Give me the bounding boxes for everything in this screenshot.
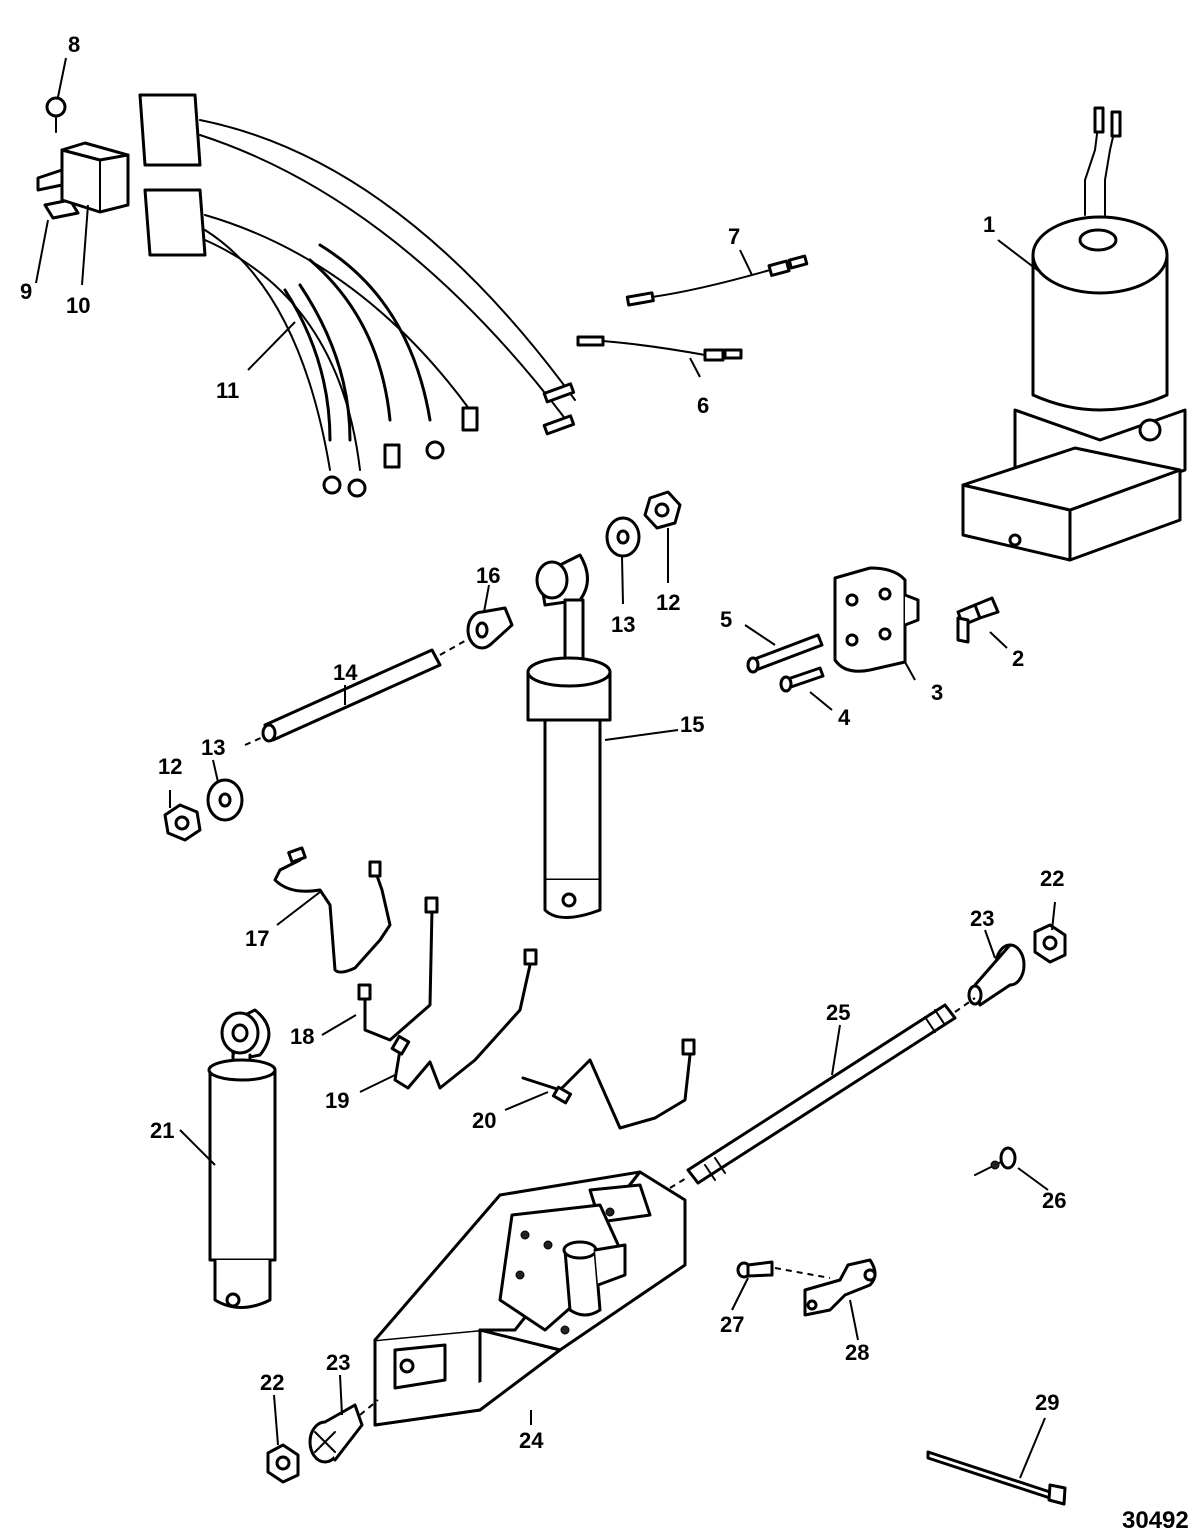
part-4-screw	[779, 666, 825, 693]
part-5-screw	[746, 633, 824, 674]
callout-20: 20	[472, 1108, 496, 1133]
callout-21: 21	[150, 1118, 174, 1143]
part-16-bushing	[466, 606, 514, 650]
part-21-tilt-cylinder	[207, 1008, 277, 1309]
part-9-clip	[43, 198, 80, 220]
callout-28: 28	[845, 1340, 869, 1365]
callout-27: 27	[720, 1312, 744, 1337]
part-1-pump-motor	[961, 106, 1187, 562]
part-20-tube	[521, 1038, 696, 1130]
part-10-relay	[36, 141, 130, 214]
callout-25: 25	[826, 1000, 850, 1025]
callout-12-lower: 12	[158, 754, 182, 779]
callout-17: 17	[245, 926, 269, 951]
part-18-tube	[357, 896, 439, 1042]
callout-12-upper: 12	[656, 590, 680, 615]
callout-labels: 1 2 3 4 5 6 7 8 9 10 11 12 13 14 15 16 1…	[20, 32, 1066, 1453]
part-13-washer-upper	[605, 516, 641, 558]
part-27-screw	[736, 1260, 774, 1279]
callout-16: 16	[476, 563, 500, 588]
callout-7: 7	[728, 224, 740, 249]
callout-1: 1	[983, 212, 995, 237]
callout-14: 14	[333, 660, 358, 685]
part-22-nut-upper-right	[1033, 923, 1067, 964]
part-6-lead	[576, 335, 743, 362]
part-12-nut-upper	[643, 490, 682, 530]
figure-number: 30492	[1122, 1507, 1189, 1534]
callout-6: 6	[697, 393, 709, 418]
callout-15: 15	[680, 712, 704, 737]
part-26-pin	[974, 1146, 1017, 1176]
part-14-pin	[261, 648, 442, 743]
part-13-washer-lower-left	[206, 778, 244, 822]
part-29-cable-tie	[926, 1450, 1067, 1506]
part-23-bushing-upper-right	[967, 943, 1026, 1007]
callout-3: 3	[931, 680, 943, 705]
part-15-trim-cylinder	[526, 553, 612, 919]
callout-22-lower: 22	[260, 1370, 284, 1395]
part-2-bolt	[956, 596, 1000, 644]
part-19-tube	[390, 948, 538, 1090]
callout-23-lower: 23	[326, 1350, 350, 1375]
callout-24: 24	[519, 1428, 544, 1453]
callout-13-upper: 13	[611, 612, 635, 637]
part-8-screw	[45, 96, 67, 133]
part-28-clamp	[803, 1258, 877, 1317]
part-24-housing	[373, 1170, 687, 1427]
callout-5: 5	[720, 607, 732, 632]
callout-19: 19	[325, 1088, 349, 1113]
part-11-wire-harness	[138, 93, 576, 498]
part-17-tube	[273, 846, 392, 974]
callout-9: 9	[20, 279, 32, 304]
part-3-plate	[833, 566, 920, 673]
part-7-lead	[625, 254, 809, 307]
callout-4: 4	[838, 705, 851, 730]
callout-2: 2	[1012, 646, 1024, 671]
callout-22-upper: 22	[1040, 866, 1064, 891]
callout-8: 8	[68, 32, 80, 57]
callout-23-upper: 23	[970, 906, 994, 931]
callout-18: 18	[290, 1024, 314, 1049]
callout-26: 26	[1042, 1188, 1066, 1213]
part-25-shaft	[686, 1003, 957, 1185]
callout-10: 10	[66, 293, 90, 318]
part-12-nut-lower-left	[163, 803, 202, 842]
callout-11: 11	[216, 378, 239, 403]
part-22-nut-lower-left	[266, 1443, 300, 1484]
part-23-bushing-lower-left	[308, 1403, 364, 1464]
leader-lines	[35, 57, 1056, 1479]
callout-13-lower: 13	[201, 735, 225, 760]
callout-29: 29	[1035, 1390, 1059, 1415]
